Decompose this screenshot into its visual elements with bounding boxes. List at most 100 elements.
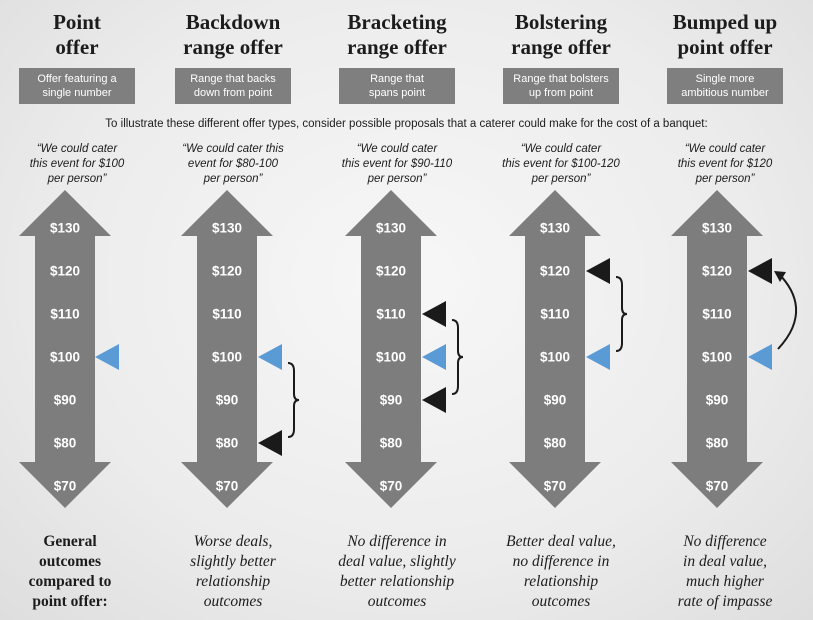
offer-title-line: Backdown [185,10,281,34]
offer-definition-line: ambitious number [681,87,769,99]
scale-tick-label: $130 [211,220,243,236]
scale-tick-label: $80 [543,435,567,451]
offer-definition-line: Range that backs [190,73,276,85]
offer-outcome-line: No difference in [347,533,447,550]
offer-title-line: point offer [677,35,773,59]
offer-quote-line: this event for $90-110 [341,158,453,170]
scale-tick-label: $100 [701,349,733,365]
scale-tick-label: $80 [379,435,403,451]
scale-tick-label: $70 [53,478,77,494]
price-scale-arrow [181,190,300,508]
offer-outcome: No difference in deal value, slightly bett… [316,532,478,612]
scale-tick-label: $70 [215,478,239,494]
outcomes-row-label-line: General [43,533,97,550]
offer-quote-line: this event for $100 [29,158,125,170]
scale-tick-label: $110 [212,306,242,322]
alternative-offer-marker [422,301,446,327]
offer-outcome-line: outcomes [367,593,427,610]
scale-tick-label: $90 [53,392,77,408]
offer-definition-box: Range that bolsters up from point [503,68,619,104]
outcomes-row-label-line: compared to [28,573,112,590]
scale-tick-label: $100 [539,349,571,365]
alternative-offer-marker [422,387,446,413]
offer-definition-line: Range that [370,73,424,85]
offer-title-line: range offer [511,35,611,59]
scale-tick-label: $130 [49,220,81,236]
bump-up-curved-arrow [777,272,797,350]
offer-definition-box: Range that backs down from point [175,68,291,104]
scale-tick-label: $90 [543,392,567,408]
scale-tick-label: $130 [375,220,407,236]
offer-outcome-line: better relationship [339,573,455,590]
double-arrow-shape [345,190,437,508]
offer-outcome-line: deal value, slightly [338,553,456,570]
scale-tick-label: $70 [543,478,567,494]
price-scale-arrow [509,190,628,508]
offer-definition-box: Offer featuring a single number [19,68,135,104]
outcomes-row-label-line: outcomes [39,553,101,570]
offer-definition-line: spans point [368,87,426,99]
offer-outcome-line: relationship [195,573,271,590]
scale-tick-label: $90 [379,392,403,408]
scale-tick-label: $120 [701,263,733,279]
offer-definition-line: Offer featuring a [37,73,117,85]
offer-outcome-line: in deal value, [683,553,767,570]
scale-tick-label: $110 [702,306,732,322]
intro-text: To illustrate these different offer type… [105,118,708,130]
scale-tick-label: $70 [379,478,403,494]
offer-quote-line: this event for $120 [677,158,773,170]
offer-outcome-line: relationship [523,573,599,590]
range-brace [615,276,628,352]
double-arrow-shape [509,190,601,508]
offer-title-line: Bumped up [672,10,778,34]
scale-tick-label: $120 [211,263,243,279]
scale-tick-label: $130 [701,220,733,236]
offer-outcome-line: slightly better [190,553,276,570]
alternative-offer-marker [586,258,610,284]
offer-definition-line: up from point [528,87,594,99]
point-offer-marker [748,344,772,370]
offer-quote-line: “We could cater [36,143,118,155]
point-offer-marker [258,344,282,370]
scale-tick-label: $110 [540,306,570,322]
alternative-offer-marker [258,430,282,456]
scale-tick-label: $80 [215,435,239,451]
scale-tick-label: $90 [215,392,239,408]
offer-quote-line: per person” [695,173,755,185]
range-brace [287,362,300,438]
offer-definition-box: Range that spans point [339,68,455,104]
price-scale-arrow [19,190,119,508]
offer-title-line: range offer [347,35,447,59]
offer-definition-line: down from point [193,87,273,99]
offer-definition-line: single number [42,87,112,99]
scale-tick-label: $70 [705,478,729,494]
curved-arrow-head-icon [774,271,786,282]
offer-quote-line: event for $80-100 [187,158,279,170]
offer-definition-line: Range that bolsters [513,73,609,85]
scale-tick-label: $100 [49,349,81,365]
offer-title-line: range offer [183,35,283,59]
point-offer-marker [422,344,446,370]
offer-quote-line: per person” [47,173,107,185]
outcomes-row-label-line: point offer: [32,593,108,610]
offer-outcome-line: No difference [683,533,767,550]
offer-quote-line: this event for $100-120 [502,158,620,170]
offer-quote-line: “We could cater [520,143,602,155]
offer-quote-line: “We could cater [356,143,438,155]
scale-tick-label: $100 [211,349,243,365]
offer-outcome-line: much higher [686,573,764,590]
